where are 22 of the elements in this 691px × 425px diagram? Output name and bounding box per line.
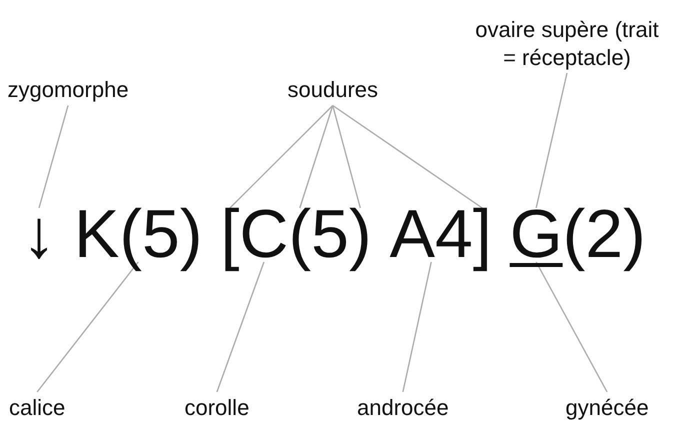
formula-term: G xyxy=(510,200,563,268)
annotation-label: gynécée xyxy=(566,394,649,422)
leader-line xyxy=(536,262,608,392)
symmetry-symbol: ↓ xyxy=(22,200,56,268)
annotation-label: soudures xyxy=(288,76,378,104)
annotation-label: calice xyxy=(9,394,66,422)
leader-line xyxy=(332,105,361,208)
leader-line xyxy=(536,72,568,208)
annotation-label: ovaire supère (trait = réceptacle) xyxy=(467,16,667,71)
leader-line xyxy=(332,104,483,209)
annotation-label: corolle xyxy=(184,394,250,422)
annotation-label: androcée xyxy=(357,394,449,422)
formula-term: 5 xyxy=(311,200,349,268)
formula-term: A4 xyxy=(390,200,473,268)
leader-line xyxy=(299,105,334,208)
annotation-label: zygomorphe xyxy=(8,76,129,104)
leader-line xyxy=(36,262,139,392)
leader-line xyxy=(216,262,265,392)
leader-line xyxy=(38,105,69,208)
leader-line xyxy=(229,105,334,208)
leader-line xyxy=(402,262,432,392)
formula-term: C xyxy=(239,200,288,268)
